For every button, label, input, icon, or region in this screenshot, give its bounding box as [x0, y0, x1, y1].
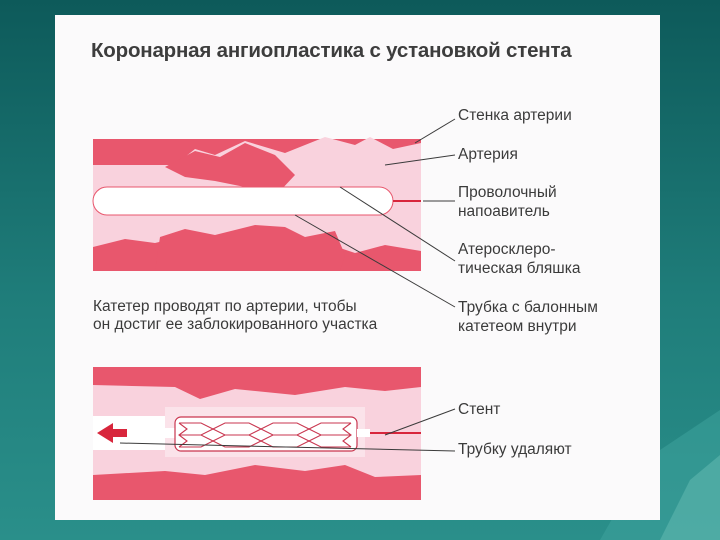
caption-line-1: Катетер проводят по артерии, чтобы — [93, 298, 433, 316]
caption-line-2: он достиг ее заблокированного участка — [93, 316, 433, 334]
artery-bottom — [93, 367, 421, 500]
slide-page: Коронарная ангиопластика с установкой ст… — [55, 15, 660, 520]
label-guidewire-2: напоавитель — [458, 203, 550, 221]
label-artery-wall: Стенка артерии — [458, 107, 572, 125]
label-tube-removed: Трубку удаляют — [458, 441, 572, 459]
label-plaque-1: Атеросклеро- — [458, 241, 556, 259]
label-stent: Стент — [458, 401, 500, 419]
caption: Катетер проводят по артерии, чтобы он до… — [93, 298, 433, 334]
label-guidewire-1: Проволочный — [458, 184, 557, 202]
catheter-tube-top — [93, 187, 393, 215]
label-balloon-tube-2: катетеом внутри — [458, 318, 576, 336]
slide-title: Коронарная ангиопластика с установкой ст… — [91, 39, 572, 63]
label-balloon-tube-1: Трубка с балонным — [458, 299, 598, 317]
label-artery: Артерия — [458, 146, 518, 164]
label-plaque-2: тическая бляшка — [458, 260, 580, 278]
artery-top — [93, 137, 421, 271]
